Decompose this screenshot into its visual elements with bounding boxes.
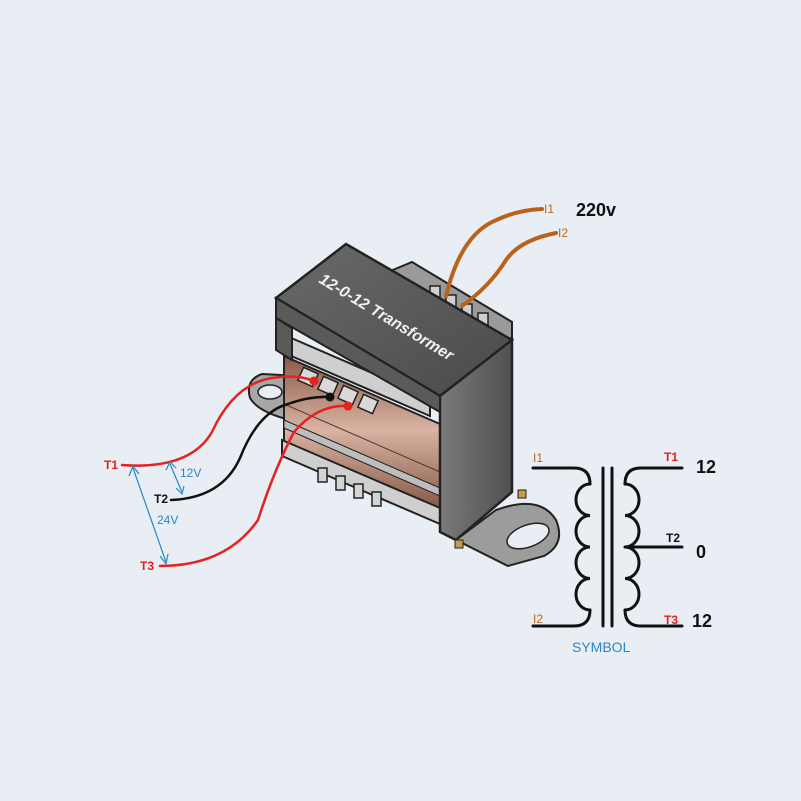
symbol-secondary-top-lead [623,466,684,486]
symbol-label-i2: I2 [533,612,543,626]
right-mount-hole [506,522,550,550]
core-left-strap [275,296,441,414]
dim-label-24v: 24V [157,513,178,527]
wire-i2 [460,231,558,308]
symbol-primary-bottom-lead [531,608,592,628]
schematic-symbol [531,466,684,628]
left-mount-hole [257,384,283,400]
front-pins [317,467,382,507]
symbol-voltage-t1: 12 [696,457,716,477]
wire-t1 [120,375,316,467]
t2-joint [325,392,335,402]
output-label-t1: T1 [104,458,118,472]
symbol-label-i1: I1 [533,451,543,465]
dim-label-12v: 12V [180,466,201,480]
symbol-label-t1: T1 [664,450,678,464]
dim-24v-line [132,467,167,563]
input-wires [444,207,558,308]
input-label-i1: I1 [544,202,554,216]
dimension-arrows [128,460,185,566]
output-wires [120,375,350,568]
transformer-body: 12-0-12 Transformer [247,242,560,568]
input-label-i2: I2 [558,226,568,240]
t3-joint [343,401,353,411]
top-pins [296,366,380,415]
core-front-face [438,337,514,542]
wire-t3 [158,404,350,568]
wire-t2 [169,395,332,502]
symbol-label-t3: T3 [664,613,678,627]
symbol-secondary-bottom-lead [623,608,684,628]
symbol-voltage-t2: 0 [696,542,706,562]
input-voltage-label: 220v [576,200,616,220]
symbol-voltage-t3: 12 [692,611,712,631]
output-label-t3: T3 [140,559,154,573]
symbol-label-t2: T2 [666,531,680,545]
dim-12v-line [169,463,183,493]
wire-i1 [444,207,544,298]
symbol-caption: SYMBOL [572,639,631,655]
symbol-primary-coil [574,482,592,612]
t1-joint [309,376,319,386]
right-mounting-tab [454,503,560,568]
output-label-t2: T2 [154,492,168,506]
symbol-primary-top-lead [531,466,592,486]
